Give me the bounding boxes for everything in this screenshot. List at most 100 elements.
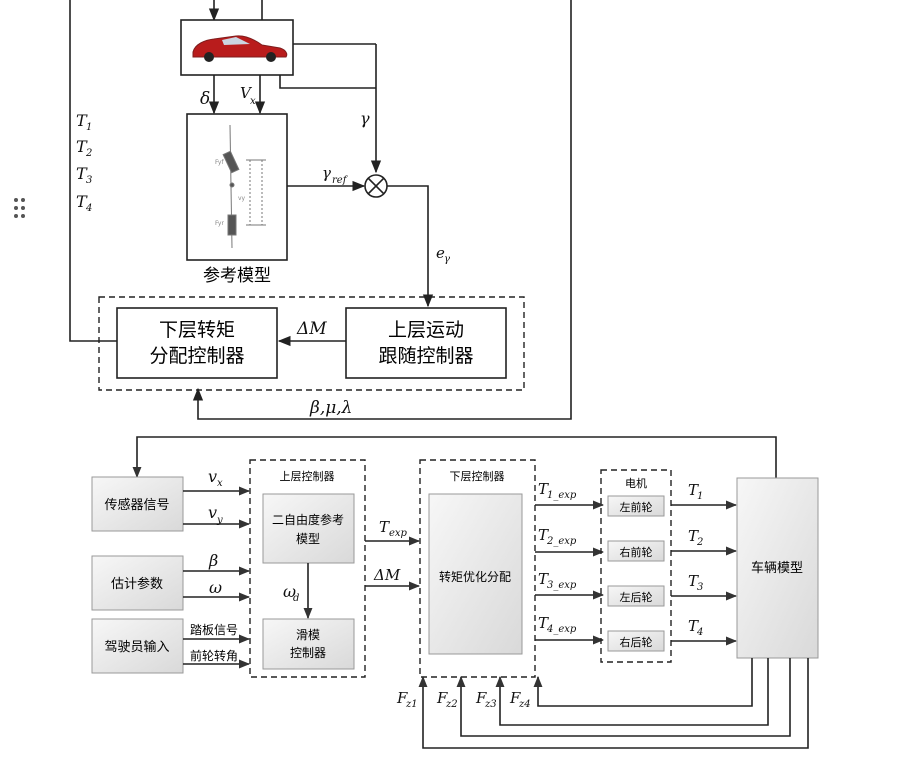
- torque-t1: T: [76, 111, 88, 130]
- sensor-label: 传感器信号: [104, 497, 169, 513]
- fz1: F: [396, 689, 408, 707]
- omega-d-sub: d: [293, 593, 299, 604]
- gamma-ref-sub: ref: [332, 175, 349, 186]
- ref-model-line1: 二自由度参考: [272, 512, 344, 527]
- reference-model-caption: 参考模型: [203, 266, 271, 286]
- t3-out: T: [688, 572, 699, 590]
- torque-labels: T 1 T 2 T 3 T 4: [76, 111, 92, 214]
- wheel-left-front-label: 左前轮: [620, 500, 653, 514]
- vehicle-model-box: [736, 477, 819, 659]
- car-icon: [192, 35, 288, 62]
- upper-controller-title: 上层控制器: [280, 469, 335, 483]
- motor-title: 电机: [625, 476, 647, 490]
- lower-controller-title: 下层控制器: [450, 469, 505, 483]
- upper-controller-line2: 跟随控制器: [378, 345, 473, 367]
- drag-handle-icon[interactable]: [14, 198, 28, 220]
- expected-torque-labels: T 1_exp T 2_exp T 3_exp T 4_exp: [538, 480, 577, 635]
- wheel-right-front-box: [607, 540, 665, 562]
- sensor-box: [91, 476, 184, 532]
- t2-out: T: [688, 527, 699, 545]
- bicycle-model-sketch: Fyf Fyr vy: [215, 124, 266, 249]
- t4-out-sub: 4: [696, 627, 703, 638]
- torque-optimization-label: 转矩优化分配: [439, 569, 511, 584]
- sliding-mode-controller-box: [262, 618, 355, 670]
- fz-labels: F z1 F z2 F z3 F z4: [396, 689, 531, 710]
- delta-label: δ: [200, 89, 210, 109]
- motor-group: [600, 469, 672, 663]
- torque-t3-sub: 3: [86, 175, 92, 186]
- beta-input: β: [208, 551, 218, 570]
- upper-controller-line1: 上层运动: [388, 319, 464, 341]
- t4-exp: T: [538, 614, 549, 632]
- omega-input: ω: [209, 578, 222, 597]
- controller-group: [98, 296, 525, 391]
- gamma-ref-label: γ: [322, 164, 331, 182]
- torque-t4: T: [76, 192, 88, 211]
- t1-exp: T: [538, 480, 549, 498]
- upper-controller-group: [249, 459, 366, 678]
- t3-exp-sub: 3_exp: [547, 580, 577, 591]
- wheel-right-rear-box: [607, 630, 665, 652]
- t2-out-sub: 2: [696, 537, 703, 548]
- beta-mu-lambda-label: β,μ,λ: [309, 398, 352, 418]
- smc-line1: 滑模: [296, 628, 320, 642]
- vx-input-sub: x: [217, 478, 223, 489]
- lower-controller-box: [116, 307, 278, 379]
- torque-optimization-box: [428, 493, 523, 655]
- t1-exp-sub: 1_exp: [547, 490, 577, 501]
- t4-exp-sub: 4_exp: [546, 624, 577, 635]
- torque-t1-sub: 1: [86, 122, 92, 133]
- gamma-label: γ: [360, 109, 370, 128]
- fz1-sub: z1: [405, 699, 418, 710]
- t2-exp: T: [538, 526, 549, 544]
- svg-text:Fyr: Fyr: [215, 220, 224, 227]
- t2-exp-sub: 2_exp: [546, 536, 577, 547]
- driver-input-label: 驾驶员输入: [104, 639, 169, 655]
- vy-input-sub: y: [216, 515, 223, 526]
- t-exp-sub: exp: [389, 528, 408, 539]
- lower-controller-line2: 分配控制器: [149, 345, 244, 367]
- t-exp-label: T: [379, 518, 390, 536]
- reference-model-box: [186, 113, 288, 261]
- e-gamma-sub: γ: [444, 254, 450, 265]
- t3-exp: T: [538, 570, 549, 588]
- delta-m-bottom-label: ΔM: [373, 566, 401, 584]
- vehicle-model-label: 车辆模型: [751, 560, 803, 576]
- vx-label: V: [240, 84, 253, 102]
- estimate-box: [91, 555, 184, 611]
- reference-model-2dof-box: [262, 493, 355, 564]
- upper-controller-box: [345, 307, 507, 379]
- smc-line2: 控制器: [290, 646, 326, 660]
- torque-t2-sub: 2: [85, 148, 92, 159]
- e-gamma-label: e: [436, 244, 445, 262]
- fz3-sub: z3: [484, 699, 497, 710]
- omega-d-label: ω: [283, 582, 296, 601]
- driver-input-box: [91, 618, 184, 674]
- wheel-left-rear-box: [607, 585, 665, 607]
- pedal-signal-label: 踏板信号: [190, 623, 238, 637]
- vx-sub: x: [250, 96, 256, 107]
- ref-model-line2: 模型: [296, 532, 320, 546]
- delta-m-label: ΔM: [296, 319, 327, 339]
- steer-angle-label: 前轮转角: [190, 648, 238, 663]
- lower-controller-line1: 下层转矩: [159, 319, 235, 341]
- wheel-right-front-label: 右前轮: [620, 545, 653, 559]
- t1-out-sub: 1: [697, 491, 703, 502]
- t3-out-sub: 3: [697, 582, 703, 593]
- wheel-right-rear-label: 右后轮: [620, 635, 653, 649]
- t1-out: T: [688, 481, 699, 499]
- vy-input: v: [208, 503, 217, 522]
- bottom-diagram: 传感器信号 估计参数 驾驶员输入 v x v y β ω 踏板信号 前轮转角 上…: [91, 436, 819, 749]
- wheel-left-rear-label: 左后轮: [620, 590, 653, 604]
- t4-out: T: [688, 617, 699, 635]
- lower-controller-group: [419, 459, 536, 678]
- fz2-sub: z2: [445, 699, 458, 710]
- torque-t4-sub: 4: [85, 203, 92, 214]
- top-diagram: δ V x γ Fyf Fyr vy 参考模型 γ ref: [69, 0, 572, 420]
- fz3: F: [475, 689, 487, 707]
- svg-text:Fyf: Fyf: [215, 159, 224, 166]
- vx-input: v: [208, 467, 217, 486]
- summing-junction: [364, 174, 388, 198]
- svg-text:vy: vy: [238, 195, 246, 202]
